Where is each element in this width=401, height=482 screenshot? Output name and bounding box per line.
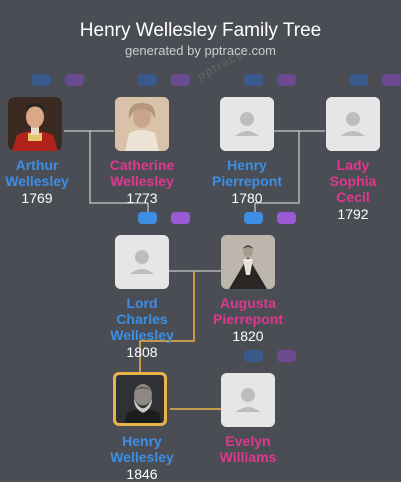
- person-name-augusta[interactable]: Augusta Pierrepont: [212, 295, 283, 327]
- parents-toggle[interactable]: [244, 350, 263, 362]
- children-toggle[interactable]: [65, 74, 84, 86]
- person-name-sophia-cecil[interactable]: Lady Sophia Cecil: [329, 157, 377, 205]
- children-toggle[interactable]: [382, 74, 401, 86]
- descent-line-augusta: [254, 131, 300, 212]
- birth-year: 1846: [126, 466, 158, 482]
- birth-year: 1792: [337, 206, 369, 222]
- person-name-arthur[interactable]: Arthur Wellesley: [5, 157, 69, 189]
- portrait-evelyn-williams[interactable]: [221, 373, 275, 427]
- tree-title: Henry Wellesley Family Tree: [79, 20, 322, 41]
- portrait-augusta[interactable]: [221, 235, 275, 289]
- portrait-catherine[interactable]: [115, 97, 169, 151]
- descent-line-henryw: [139, 271, 195, 372]
- birth-year: 1773: [126, 190, 158, 206]
- birth-year: 1780: [231, 190, 263, 206]
- children-toggle[interactable]: [171, 212, 190, 224]
- portrait-arthur[interactable]: [8, 97, 62, 151]
- person-name-evelyn-williams[interactable]: Evelyn Williams: [219, 433, 277, 465]
- parents-toggle[interactable]: [32, 74, 51, 86]
- person-name-henry-pierrepont[interactable]: Henry Pierrepont: [211, 157, 282, 189]
- person-name-catherine[interactable]: Catherine Wellesley: [109, 157, 175, 189]
- children-toggle[interactable]: [277, 74, 296, 86]
- parents-toggle[interactable]: [138, 212, 157, 224]
- person-name-charles-wellesley[interactable]: Lord Charles Wellesley: [110, 295, 174, 343]
- descent-line-charles: [89, 131, 149, 212]
- birth-year: 1820: [232, 328, 264, 344]
- person-placeholder-icon: [220, 97, 274, 151]
- portrait-charles-wellesley[interactable]: [115, 235, 169, 289]
- birth-year: 1769: [21, 190, 53, 206]
- person-placeholder-icon: [115, 235, 169, 289]
- person-name-henry-wellesley[interactable]: Henry Wellesley: [110, 433, 174, 465]
- children-toggle[interactable]: [277, 212, 296, 224]
- children-toggle[interactable]: [171, 74, 190, 86]
- parents-toggle[interactable]: [244, 74, 263, 86]
- tree-subtitle: generated by pptrace.com: [124, 43, 277, 58]
- portrait-henry-pierrepont[interactable]: [220, 97, 274, 151]
- parents-toggle[interactable]: [138, 74, 157, 86]
- portrait-sophia-cecil[interactable]: [326, 97, 380, 151]
- children-toggle[interactable]: [277, 350, 296, 362]
- parents-toggle[interactable]: [349, 74, 368, 86]
- parents-toggle[interactable]: [244, 212, 263, 224]
- portrait-henry-wellesley[interactable]: [113, 372, 167, 426]
- person-placeholder-icon: [221, 373, 275, 427]
- birth-year: 1808: [126, 344, 158, 360]
- person-placeholder-icon: [326, 97, 380, 151]
